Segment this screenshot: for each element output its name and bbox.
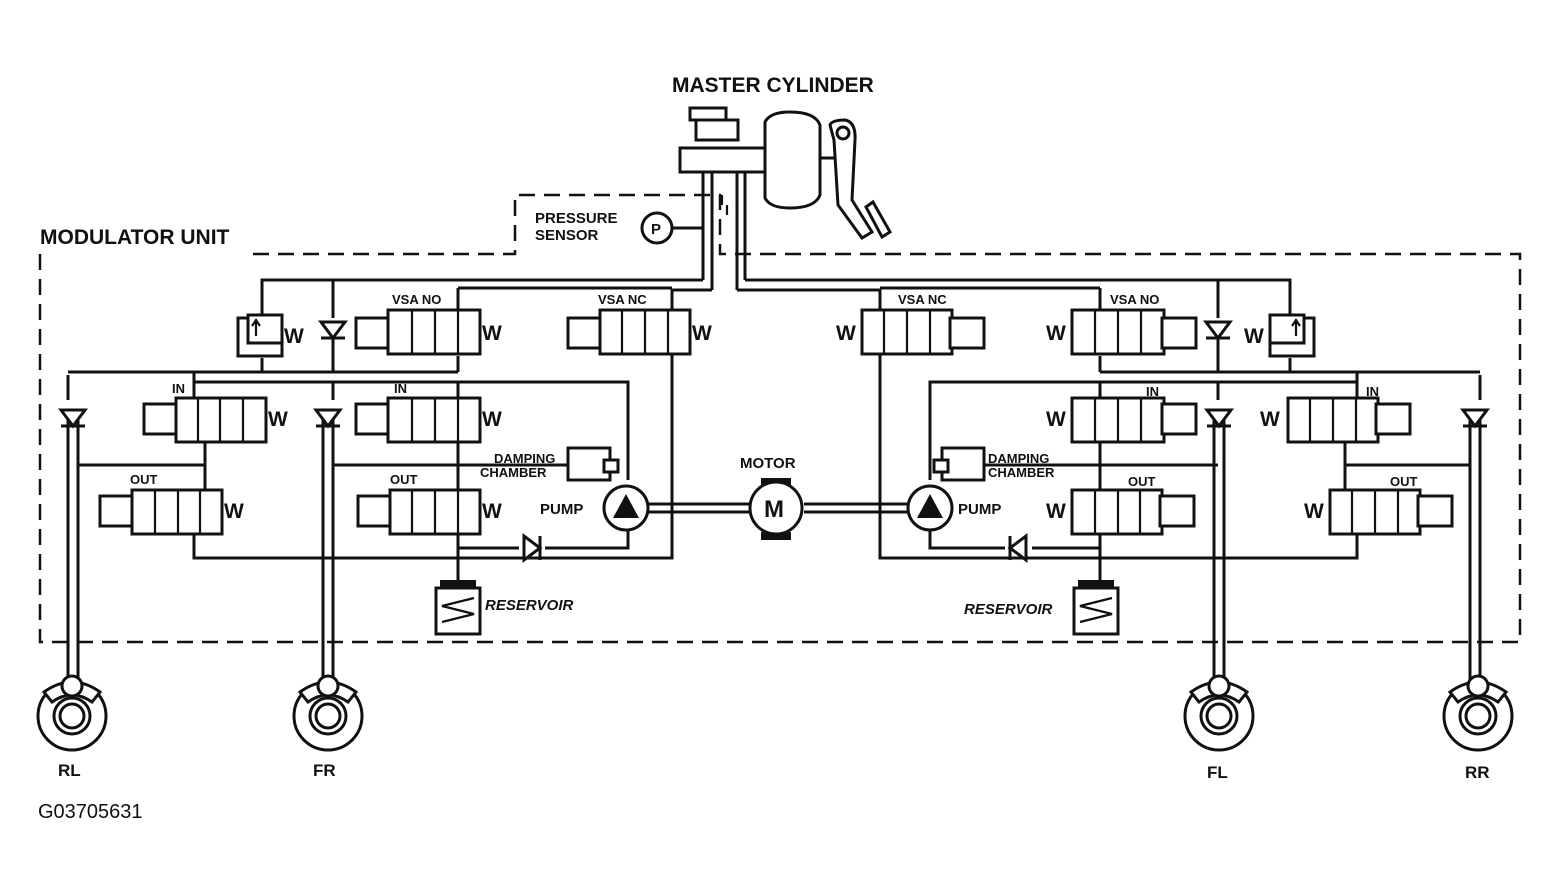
motor-symbol: M	[764, 496, 784, 523]
wheel-fl: FL	[1183, 674, 1255, 782]
left-pump-label: PUMP	[540, 501, 583, 518]
fr-in-label: IN	[394, 381, 407, 396]
left-vsa-nc-label: VSA NC	[598, 292, 647, 307]
left-reservoir-label: RESERVOIR	[485, 597, 574, 614]
right-valves: VSA NC W VSA NO W IN W IN W OUT W	[836, 292, 1454, 536]
check-valves	[58, 320, 1490, 563]
wheel-lines	[66, 420, 1482, 680]
svg-text:W: W	[284, 325, 304, 348]
wheel-fr: FR	[292, 674, 364, 780]
right-pump-label: PUMP	[958, 501, 1001, 518]
motor-label: MOTOR	[740, 455, 796, 472]
svg-text:W: W	[1244, 325, 1264, 348]
svg-text:W: W	[1260, 408, 1280, 431]
right-pump: PUMP	[906, 484, 1001, 532]
right-vsa-nc-label: VSA NC	[898, 292, 947, 307]
right-relief-valve: W	[1244, 313, 1316, 358]
master-cylinder-title: MASTER CYLINDER	[672, 74, 874, 97]
rl-out-label: OUT	[130, 472, 158, 487]
right-damping-label-2: CHAMBER	[988, 465, 1055, 480]
pressure-sensor-label-1: PRESSURE	[535, 210, 618, 227]
left-vsa-no-label: VSA NO	[392, 292, 441, 307]
pressure-sensor-symbol: P	[651, 221, 661, 238]
left-damping-label-2: CHAMBER	[480, 465, 547, 480]
left-relief-valve: W	[236, 313, 304, 358]
figure-code: G03705631	[38, 801, 143, 823]
wheel-rr: RR	[1442, 674, 1514, 782]
left-damping-label-1: DAMPING	[494, 451, 555, 466]
wheel-fl-label: FL	[1207, 763, 1228, 782]
wheel-rl: RL	[36, 674, 108, 780]
fl-in-label: IN	[1146, 384, 1159, 399]
right-reservoir-label: RESERVOIR	[964, 601, 1053, 618]
svg-text:W: W	[224, 500, 244, 523]
left-manifold-pipes	[66, 278, 712, 580]
right-reservoir: RESERVOIR	[964, 580, 1120, 636]
svg-text:W: W	[482, 500, 502, 523]
fl-out-label: OUT	[1128, 474, 1156, 489]
modulator-unit-border	[38, 193, 1522, 644]
pressure-sensor-label-2: SENSOR	[535, 227, 599, 244]
svg-text:W: W	[268, 408, 288, 431]
svg-text:W: W	[1304, 500, 1324, 523]
pressure-sensor: PRESSURE SENSOR P	[535, 210, 703, 245]
svg-text:W: W	[692, 322, 712, 345]
left-valves: VSA NO W VSA NC W IN W IN W OUT	[98, 292, 712, 536]
rr-out-label: OUT	[1390, 474, 1418, 489]
svg-text:W: W	[1046, 500, 1066, 523]
motor: M MOTOR	[648, 455, 908, 540]
rr-in-label: IN	[1366, 384, 1379, 399]
left-reservoir: RESERVOIR	[434, 580, 574, 636]
master-cylinder-assembly	[678, 106, 893, 290]
svg-text:W: W	[1046, 322, 1066, 345]
right-vsa-no-label: VSA NO	[1110, 292, 1159, 307]
left-damping-chamber: DAMPING CHAMBER	[480, 446, 620, 482]
svg-text:W: W	[836, 322, 856, 345]
left-pump: PUMP	[540, 484, 650, 532]
svg-text:W: W	[1046, 408, 1066, 431]
right-damping-chamber: DAMPING CHAMBER	[932, 446, 1055, 482]
wheel-rl-label: RL	[58, 761, 81, 780]
rl-in-label: IN	[172, 381, 185, 396]
wheel-fr-label: FR	[313, 761, 336, 780]
svg-text:W: W	[482, 408, 502, 431]
svg-text:W: W	[482, 322, 502, 345]
right-damping-label-1: DAMPING	[988, 451, 1049, 466]
fr-out-label: OUT	[390, 472, 418, 487]
wheel-rr-label: RR	[1465, 763, 1490, 782]
right-manifold-pipes	[737, 278, 1482, 580]
modulator-unit-label: MODULATOR UNIT	[40, 226, 230, 249]
